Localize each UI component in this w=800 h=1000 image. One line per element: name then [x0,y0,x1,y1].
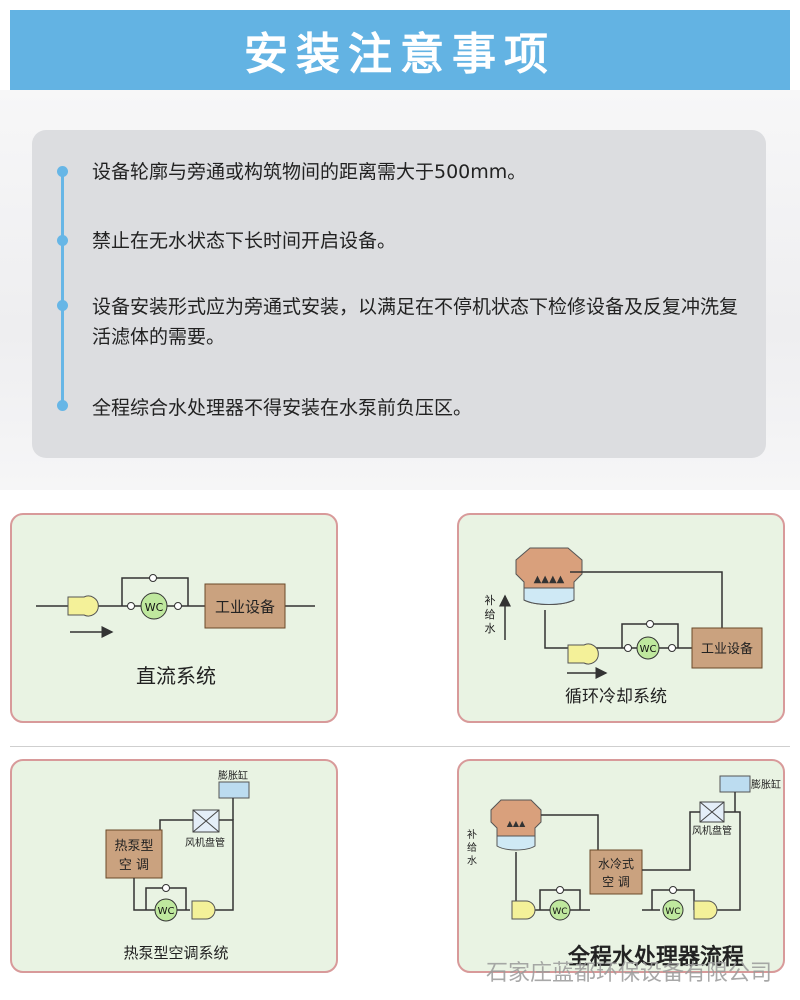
water-processor-label: WC [640,644,657,655]
pump-icon [567,643,599,665]
heat-pump-ac-diagram: 膨胀缸 风机盘管 热泵型 空 调 WC 热泵型空调系统 [10,759,338,973]
diagram-caption: 热泵型空调系统 [123,944,228,962]
equipment-box [204,583,286,629]
equipment-box [691,627,763,669]
valve-icon [162,884,170,892]
note-item: 设备轮廓与旁通或构筑物间的距离需大于500mm。 [92,161,527,183]
company-watermark: 石家庄蓝都环保设备有限公司 [486,961,773,986]
timeline-dot [57,235,68,246]
valve-icon [668,644,676,652]
full-process-diagram: 膨胀缸 风机盘管 ▲▲▲ 补 给 水 水冷式 空 调 WC WC [457,759,785,973]
svg-text:给: 给 [467,841,477,854]
notes-panel [32,130,766,458]
svg-text:水: 水 [467,855,477,867]
water-cooled-ac-unit [589,849,643,895]
valve-icon [646,620,654,628]
equipment-label: 工业设备 [701,641,753,657]
expansion-tank-label: 膨胀缸 [751,778,781,791]
heat-pump-unit [105,829,163,879]
header-banner: 安装注意事项 [10,10,790,90]
water-processor-icon [549,899,571,921]
diagram-caption: 全程水处理器流程 [567,944,744,970]
water-processor-icon [636,636,660,660]
pump-icon [511,900,536,920]
direct-flow-diagram: WC 工业设备 直流系统 [10,513,338,723]
fan-coil-label: 风机盘管 [185,836,225,849]
heat-pump-label: 空 调 [119,858,149,873]
pump-icon [693,900,718,920]
page-title: 安装注意事项 [244,29,556,80]
fan-coil-label: 风机盘管 [692,824,732,837]
pump-icon [191,900,216,920]
expansion-tank-icon [719,775,751,793]
valve-icon [556,886,564,894]
water-processor-label: WC [665,907,680,917]
diagram-caption: 直流系统 [136,664,216,688]
valve-icon [127,602,135,610]
expansion-tank-label: 膨胀缸 [218,769,248,782]
valve-icon [669,886,677,894]
circulating-cooling-diagram: ▲▲▲▲ 补 给 水 WC 工业设备 循环冷却系统 [457,513,785,723]
water-processor-icon [154,898,178,922]
makeup-water-label: 补 给 水 [485,594,496,635]
svg-text:给: 给 [485,608,496,621]
water-processor-label: WC [552,907,567,917]
svg-text:补: 补 [467,828,477,841]
valve-icon [149,574,157,582]
svg-text:▲▲▲▲: ▲▲▲▲ [534,574,565,585]
diagram-caption: 循环冷却系统 [565,687,667,707]
timeline-dot [57,166,68,177]
cooling-tower-icon: ▲▲▲ [490,799,542,851]
makeup-water-label: 补 给 水 [467,828,477,867]
water-processor-icon [140,592,168,620]
note-item: 全程综合水处理器不得安装在水泵前负压区。 [92,397,473,419]
expansion-tank-icon [218,781,250,799]
water-processor-icon [662,899,684,921]
timeline-dot [57,300,68,311]
water-cooled-ac-label: 空 调 [602,875,630,889]
water-processor-label: WC [145,601,164,614]
svg-text:补: 补 [485,594,496,607]
timeline-line [61,172,64,410]
note-item: 设备安装形式应为旁通式安装，以满足在不停机状态下检修设备及反复冲洗复活滤体的需要… [92,296,739,348]
svg-text:▲▲▲: ▲▲▲ [507,819,526,828]
timeline-dot [57,400,68,411]
valve-icon [624,644,632,652]
valve-icon [174,602,182,610]
water-cooled-ac-label: 水冷式 [598,857,634,871]
divider [10,746,790,747]
note-item: 禁止在无水状态下长时间开启设备。 [92,230,397,252]
svg-text:水: 水 [485,622,496,635]
water-processor-label: WC [158,906,175,917]
cooling-tower-icon: ▲▲▲▲ [515,547,583,605]
heat-pump-label: 热泵型 [114,839,153,854]
equipment-label: 工业设备 [215,598,275,616]
pump-icon [67,595,99,617]
